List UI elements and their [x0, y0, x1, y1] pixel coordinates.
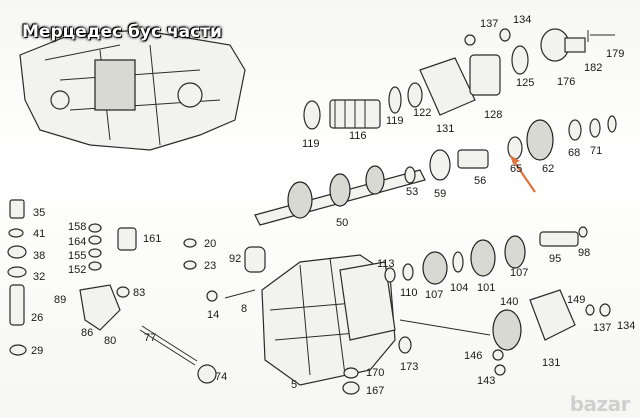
part-number: 107 — [510, 267, 529, 279]
part-number: 26 — [31, 312, 44, 324]
part-number: 182 — [584, 62, 603, 74]
part-number: 113 — [377, 258, 395, 270]
part-number: 89 — [54, 294, 67, 306]
part-number: 110 — [400, 287, 418, 299]
part-number: 116 — [349, 130, 367, 142]
part-number: 14 — [207, 309, 220, 321]
part-number: 131 — [542, 357, 561, 369]
part-number: 146 — [464, 350, 483, 362]
part-number: 134 — [513, 14, 532, 26]
part-number: 68 — [568, 147, 581, 159]
watermark-logo: bazar — [569, 392, 631, 416]
part-number: 161 — [143, 233, 162, 245]
main-shaft — [254, 149, 489, 226]
part-number: 149 — [567, 294, 586, 306]
part-number: 131 — [436, 123, 455, 135]
part-number: 173 — [400, 361, 419, 373]
input-shaft-assembly — [303, 28, 615, 130]
part-number: 23 — [204, 260, 217, 272]
part-number: 143 — [477, 375, 496, 387]
part-number: 32 — [33, 271, 46, 283]
part-number: 59 — [434, 188, 447, 200]
part-number: 92 — [229, 253, 242, 265]
part-number: 170 — [366, 367, 385, 379]
part-number: 83 — [133, 287, 146, 299]
part-number: 38 — [33, 250, 46, 262]
part-number: 107 — [425, 289, 444, 301]
part-number: 137 — [593, 322, 612, 334]
part-number: 98 — [578, 247, 591, 259]
gearbox-housing-main — [261, 254, 412, 395]
pointer-arrow — [510, 155, 536, 193]
part-number: 62 — [542, 163, 555, 175]
part-number: 41 — [33, 228, 46, 240]
part-number: 140 — [500, 296, 519, 308]
part-number: 125 — [516, 77, 535, 89]
part-number: 35 — [33, 207, 46, 219]
part-number: 155 — [68, 250, 87, 262]
part-number: 164 — [68, 236, 87, 248]
part-number: 104 — [450, 282, 469, 294]
part-number: 80 — [104, 335, 117, 347]
part-number: 152 — [68, 264, 87, 276]
part-number: 167 — [366, 385, 385, 397]
part-number: 119 — [386, 115, 404, 127]
part-number: 5 — [291, 379, 298, 391]
part-number: 53 — [406, 186, 419, 198]
part-number: 77 — [144, 332, 157, 344]
part-number: 179 — [606, 48, 625, 60]
diagram-title: Мерцедес бус части — [22, 22, 222, 42]
part-number: 122 — [413, 107, 432, 119]
part-number: 50 — [336, 217, 349, 229]
part-number: 137 — [480, 18, 499, 30]
part-number: 8 — [241, 303, 248, 315]
part-number: 134 — [617, 320, 636, 332]
part-number: 158 — [68, 221, 87, 233]
part-number: 56 — [474, 175, 487, 187]
part-number: 74 — [215, 371, 228, 383]
part-number: 71 — [590, 145, 603, 157]
part-number: 65 — [510, 163, 523, 175]
part-number: 95 — [549, 253, 562, 265]
left-small-parts — [7, 199, 266, 384]
part-number: 29 — [31, 345, 44, 357]
part-number: 86 — [81, 327, 94, 339]
part-number: 101 — [477, 282, 496, 294]
gearbox-housing-top — [19, 29, 246, 151]
part-number: 119 — [302, 138, 320, 150]
part-number: 128 — [484, 109, 503, 121]
right-middle-parts — [384, 226, 611, 376]
part-number: 20 — [204, 238, 217, 250]
part-number: 176 — [557, 76, 576, 88]
